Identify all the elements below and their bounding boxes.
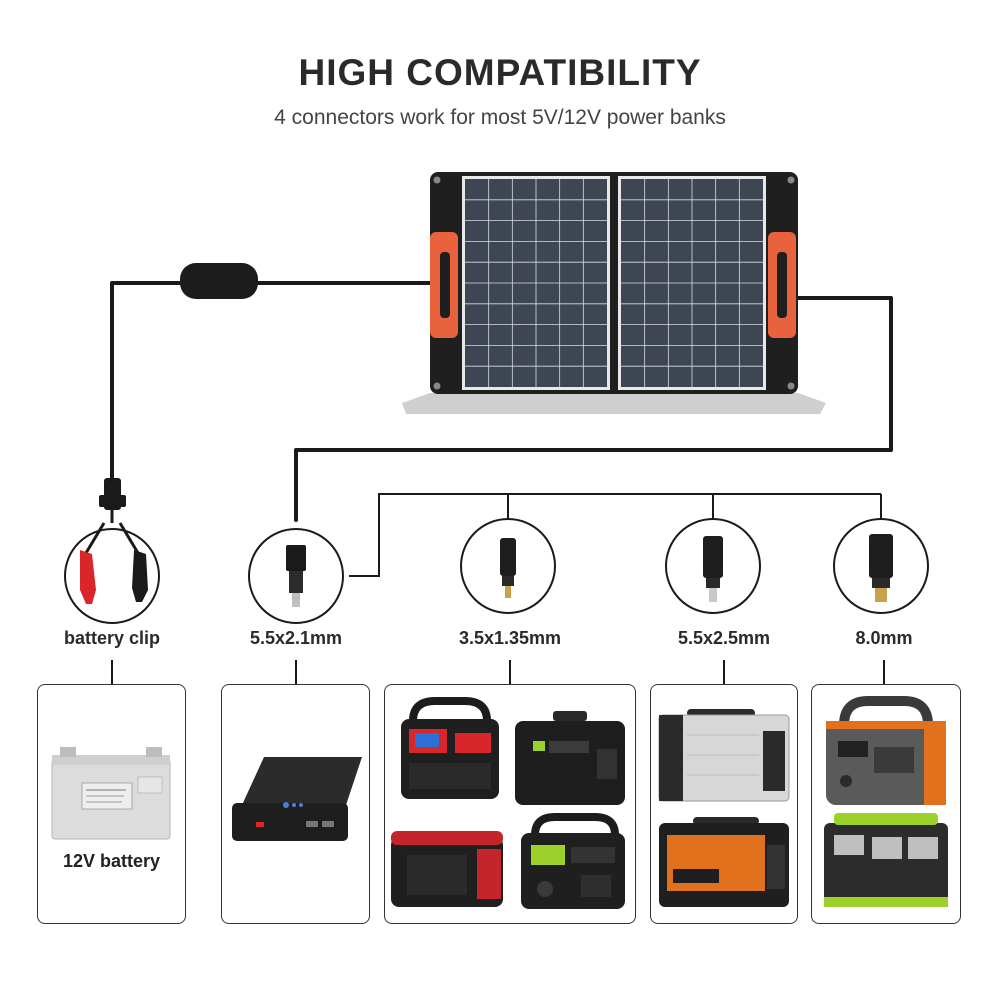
connector-label-8-0: 8.0mm: [855, 628, 913, 648]
power-station-group-b-icon: [658, 709, 790, 907]
device-box-5-5-stations: [650, 684, 798, 924]
dc-plug-icon: [286, 545, 306, 607]
battery-clip-icon: [80, 506, 148, 604]
power-station-group-c-icon: [824, 696, 948, 907]
page-title: HIGH COMPATIBILITY: [298, 52, 702, 93]
battery-label: 12V battery: [62, 851, 161, 871]
power-station-group-a-icon: [391, 697, 625, 909]
power-bank-icon: [232, 757, 362, 841]
dc-adapter-icon-5-5-2-5: [703, 536, 723, 602]
device-box-power-bank: [221, 684, 370, 924]
device-box-12v-battery: 12V battery: [37, 684, 186, 924]
cable-lines: [110, 281, 893, 522]
panel-handle-left: [430, 232, 458, 338]
dc-adapter-icon-3-5: [500, 538, 516, 598]
dc-adapter-icon-8-0: [869, 534, 893, 602]
connector-label-5-5x2-1: 5.5x2.1mm: [249, 628, 343, 648]
cable-controller-icon: [180, 263, 258, 299]
page-subtitle: 4 connectors work for most 5V/12V power …: [274, 106, 726, 129]
car-battery-icon: [51, 747, 171, 840]
connector-label-battery-clip: battery clip: [63, 628, 161, 648]
device-box-8-0-stations: [811, 684, 961, 924]
adapter-branch-lines: [111, 493, 885, 684]
panel-handle-right: [768, 232, 796, 338]
panel-shadow: [402, 393, 826, 414]
connector-label-5-5x2-5: 5.5x2.5mm: [677, 628, 771, 648]
sae-connector-icon: [99, 478, 126, 510]
connector-label-3-5x1-35: 3.5x1.35mm: [458, 628, 562, 648]
device-box-3-5-stations: [384, 684, 636, 924]
